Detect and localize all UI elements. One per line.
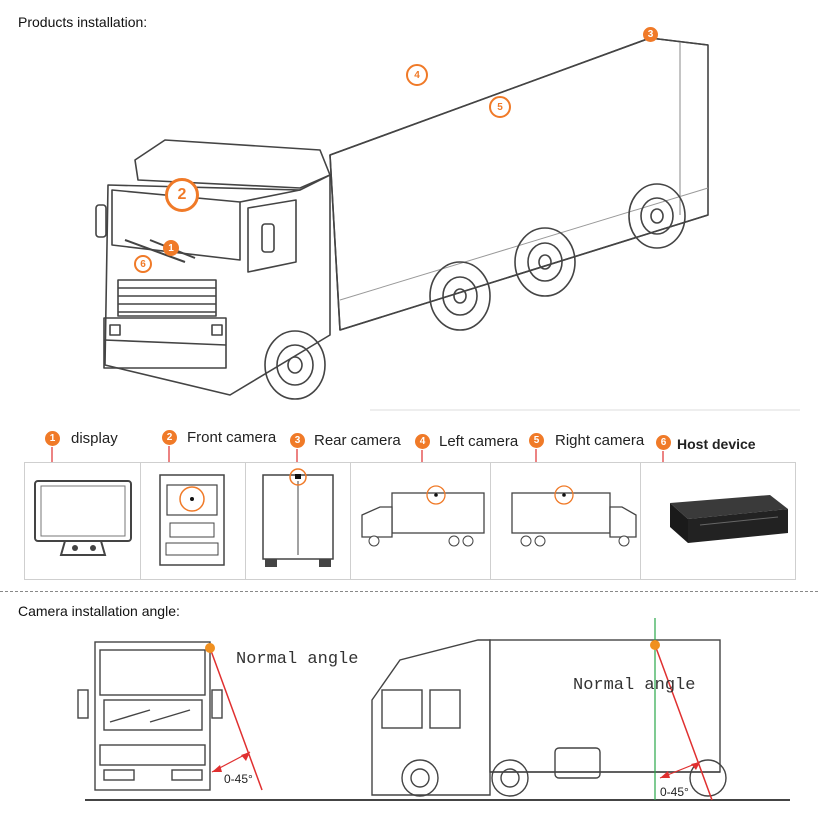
truck-badge-2: 2 [165,178,199,212]
legend-badge-1: 1 [45,431,60,446]
components-strip [24,462,796,580]
right-angle-value: 0-45° [660,785,689,799]
section-divider [0,591,818,592]
legend-badge-2: 2 [162,430,177,445]
truck-badge-4: 4 [406,64,428,86]
truck-left-side-icon [361,485,485,547]
legend-badge-4: 4 [415,434,430,449]
truck-right-side-icon [511,485,637,547]
legend-badge-5: 5 [529,433,544,448]
legend-label-display: display [71,430,118,447]
truck-badge-6: 6 [134,255,152,273]
panel-display [25,463,141,579]
panel-right-camera [490,463,641,579]
legend-badge-3: 3 [290,433,305,448]
monitor-icon [34,480,132,556]
truck-badge-5: 5 [489,96,511,118]
legend-label-rear-camera: Rear camera [314,432,401,449]
host-box-icon [670,495,788,543]
truck-badge-1: 1 [163,240,179,256]
legend-label-front-camera: Front camera [187,429,277,446]
panel-left-camera [350,463,491,579]
truck-rear-icon [262,468,334,567]
truck-front-icon [159,474,225,566]
left-normal-angle-label: Normal angle [236,650,359,669]
legend-label-left-camera: Left camera [439,433,519,450]
legend-label-right-camera: Right camera [555,432,645,449]
legend-label-host-device: Host device [677,436,756,452]
left-angle-value: 0-45° [224,772,253,786]
truck-badge-3: 3 [643,27,658,42]
right-normal-angle-label: Normal angle [573,676,696,695]
panel-front-camera [140,463,246,579]
installation-title: Products installation: [18,14,148,30]
panel-rear-camera [245,463,351,579]
panel-host-device [640,463,795,579]
legend-badge-6: 6 [656,435,671,450]
angle-title: Camera installation angle: [18,603,180,619]
